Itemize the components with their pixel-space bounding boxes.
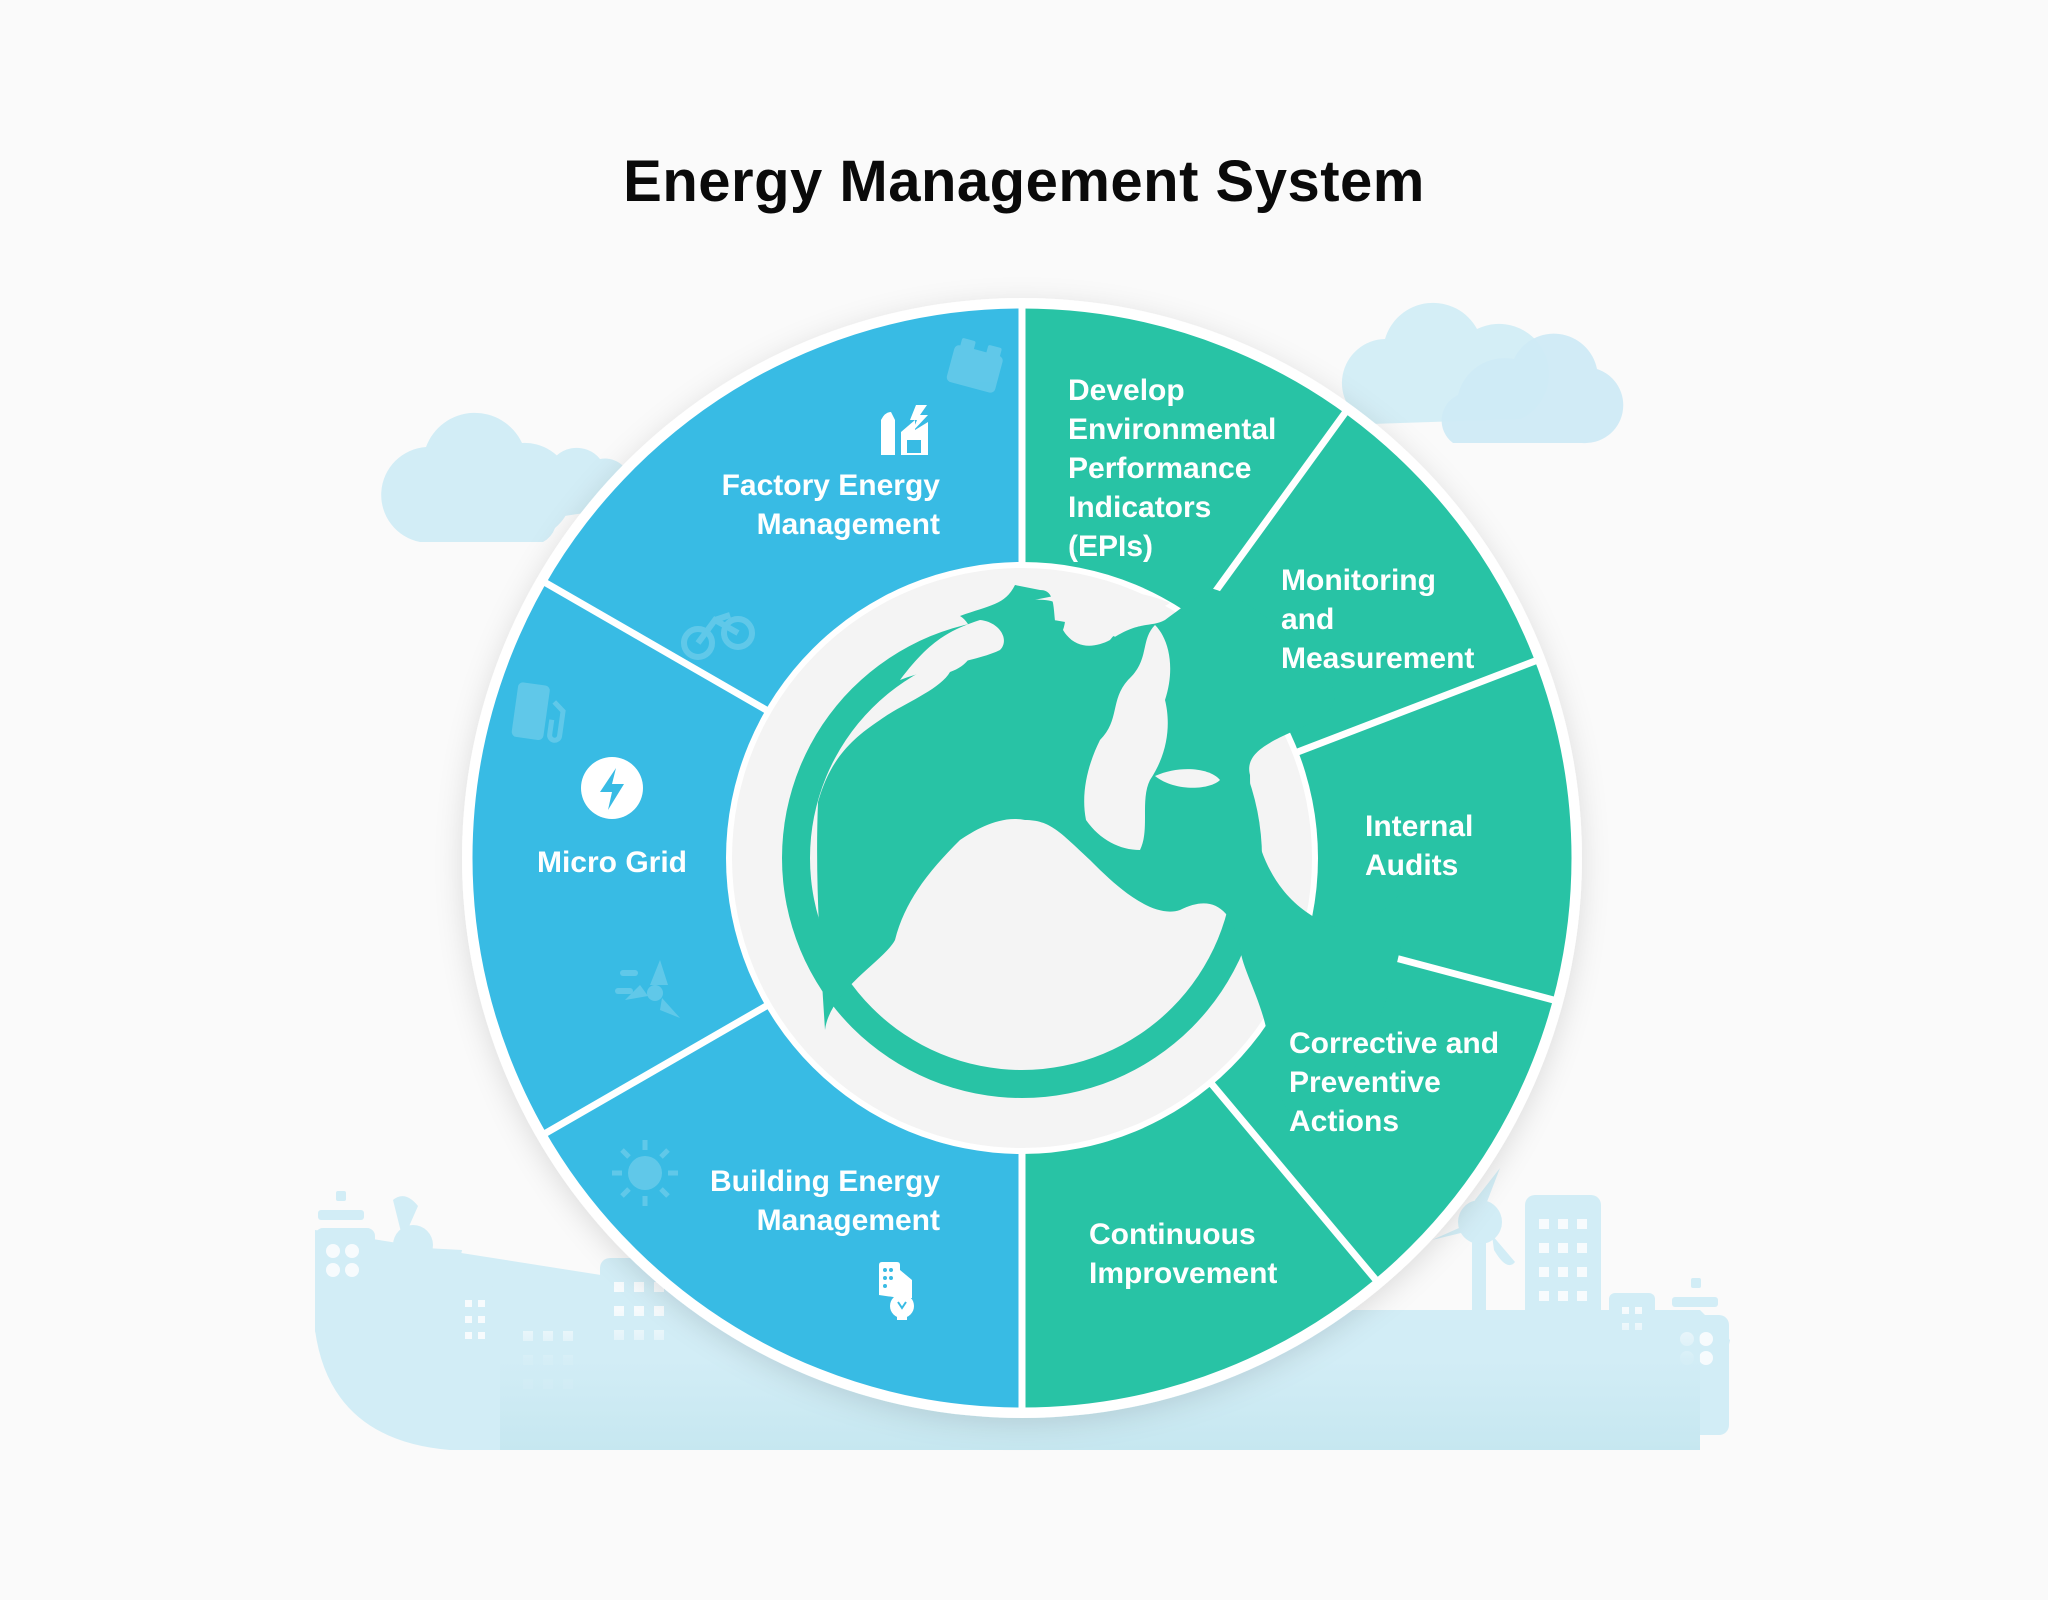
fuel-pump-icon bbox=[511, 682, 566, 743]
label-line: Preventive bbox=[1289, 1066, 1441, 1099]
label-line: Measurement bbox=[1281, 642, 1475, 675]
segment-label-audits: Internal Audits bbox=[1365, 807, 1545, 885]
label-line: Corrective and bbox=[1289, 1027, 1500, 1060]
wind-turbine-icon bbox=[377, 1196, 462, 1332]
segment-label-monitoring: Monitoring and Measurement bbox=[1281, 561, 1521, 678]
label-line: Micro Grid bbox=[536, 846, 687, 879]
label-line: Actions bbox=[1289, 1105, 1400, 1138]
bicycle-icon bbox=[681, 612, 755, 660]
label-line: Building Energy bbox=[709, 1165, 940, 1198]
wind-turbine-icon bbox=[1432, 1168, 1515, 1320]
building-lightbulb-icon bbox=[879, 1262, 914, 1320]
label-line: Develop bbox=[1068, 374, 1185, 407]
label-line: Monitoring bbox=[1281, 564, 1436, 597]
segment-label-epis: Develop Environmental Performance Indica… bbox=[1068, 371, 1328, 566]
segment-label-micro-grid: Micro Grid bbox=[512, 843, 712, 882]
segment-internal-audits[interactable] bbox=[1297, 659, 1576, 1002]
segment-label-continuous: Continuous Improvement bbox=[1089, 1215, 1349, 1293]
label-line: Management bbox=[756, 1204, 940, 1237]
label-line: Environmental bbox=[1068, 413, 1277, 446]
label-line: and bbox=[1281, 603, 1335, 636]
lightning-circle-icon bbox=[581, 757, 643, 819]
label-line: Factory Energy bbox=[721, 469, 940, 502]
label-line: Audits bbox=[1365, 849, 1459, 882]
label-line: (EPIs) bbox=[1068, 530, 1154, 563]
segment-label-factory: Factory Energy Management bbox=[640, 466, 940, 544]
cloud-icon bbox=[1441, 333, 1624, 444]
segment-factory-energy[interactable] bbox=[543, 305, 1022, 711]
label-line: Indicators bbox=[1068, 491, 1212, 524]
segment-develop-epis[interactable] bbox=[1022, 305, 1347, 620]
factory-lightning-icon bbox=[881, 405, 928, 455]
battery-icon bbox=[946, 338, 1003, 393]
segment-continuous[interactable] bbox=[1022, 1084, 1378, 1411]
label-line: Continuous bbox=[1089, 1218, 1256, 1251]
segment-label-corrective: Corrective and Preventive Actions bbox=[1289, 1024, 1549, 1141]
cloud-icon bbox=[381, 412, 573, 542]
label-line: Management bbox=[756, 508, 940, 541]
label-line: Improvement bbox=[1089, 1257, 1278, 1290]
wind-turbine-icon bbox=[615, 960, 680, 1018]
label-line: Internal bbox=[1365, 810, 1474, 843]
label-line: Performance bbox=[1068, 452, 1252, 485]
segment-micro-grid[interactable] bbox=[468, 581, 767, 1135]
sun-icon bbox=[612, 1140, 678, 1206]
segment-label-building: Building Energy Management bbox=[640, 1162, 940, 1240]
page-title: Energy Management System bbox=[623, 149, 1425, 214]
globe-icon bbox=[782, 585, 1410, 1135]
